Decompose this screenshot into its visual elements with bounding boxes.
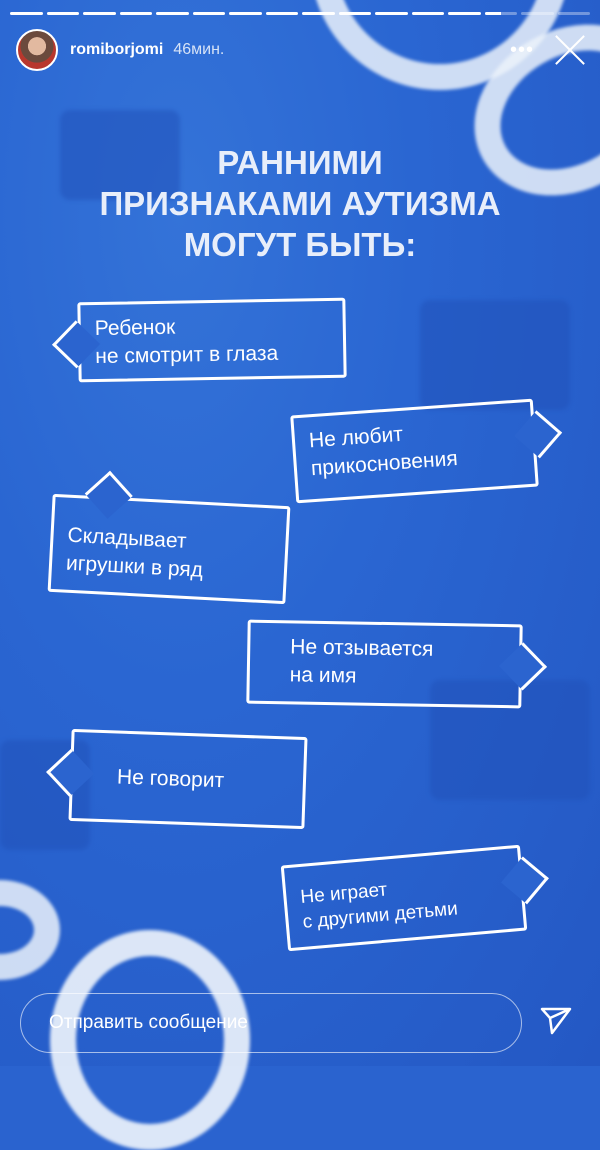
progress-segment [119, 12, 152, 15]
progress-segment [338, 12, 371, 15]
sign-text: не смотрит в глаза [95, 341, 279, 369]
title-line: РАННИМИ [217, 144, 383, 181]
send-message-input[interactable]: Отправить сообщение [20, 993, 522, 1053]
story-progress-bar [10, 12, 590, 15]
sign-text: Не говорит [116, 765, 225, 793]
timestamp: 46мин. [173, 41, 225, 58]
sign-text: Ребенок [94, 315, 176, 341]
story-title: РАННИМИ ПРИЗНАКАМИ АУТИЗМА МОГУТ БЫТЬ: [0, 142, 600, 265]
sign-bubble: Не отзывается на имя [246, 619, 548, 709]
sign-bubble: Не говорит [46, 728, 308, 830]
progress-segment [557, 12, 590, 15]
progress-segment [411, 12, 444, 15]
title-line: МОГУТ БЫТЬ: [183, 226, 417, 263]
progress-segment [484, 12, 517, 15]
progress-segment [192, 12, 225, 15]
progress-segment [265, 12, 298, 15]
sign-bubble: Не любит прикосновения [290, 398, 563, 504]
story-header: romiborjomi 46мин. ••• [16, 28, 586, 72]
progress-segment [302, 12, 335, 15]
message-placeholder: Отправить сообщение [49, 1012, 248, 1033]
progress-segment [448, 12, 481, 15]
close-icon[interactable] [554, 34, 586, 66]
username[interactable]: romiborjomi [70, 41, 164, 58]
more-options-icon[interactable]: ••• [509, 38, 534, 61]
title-line: ПРИЗНАКАМИ АУТИЗМА [99, 185, 501, 222]
progress-segment [229, 12, 262, 15]
progress-segment [375, 12, 408, 15]
sign-text: Не отзывается [290, 635, 434, 661]
progress-segment [10, 12, 43, 15]
sign-bubble: Складывает игрушки в ряд [47, 470, 291, 605]
progress-segment [521, 12, 554, 15]
progress-segment [156, 12, 189, 15]
sign-text: на имя [289, 663, 357, 688]
progress-segment [46, 12, 79, 15]
progress-segment [83, 12, 116, 15]
avatar[interactable] [16, 29, 58, 71]
send-direct-icon[interactable] [540, 1006, 572, 1041]
sign-bubble: Ребенок не смотрит в глаза [52, 297, 347, 383]
